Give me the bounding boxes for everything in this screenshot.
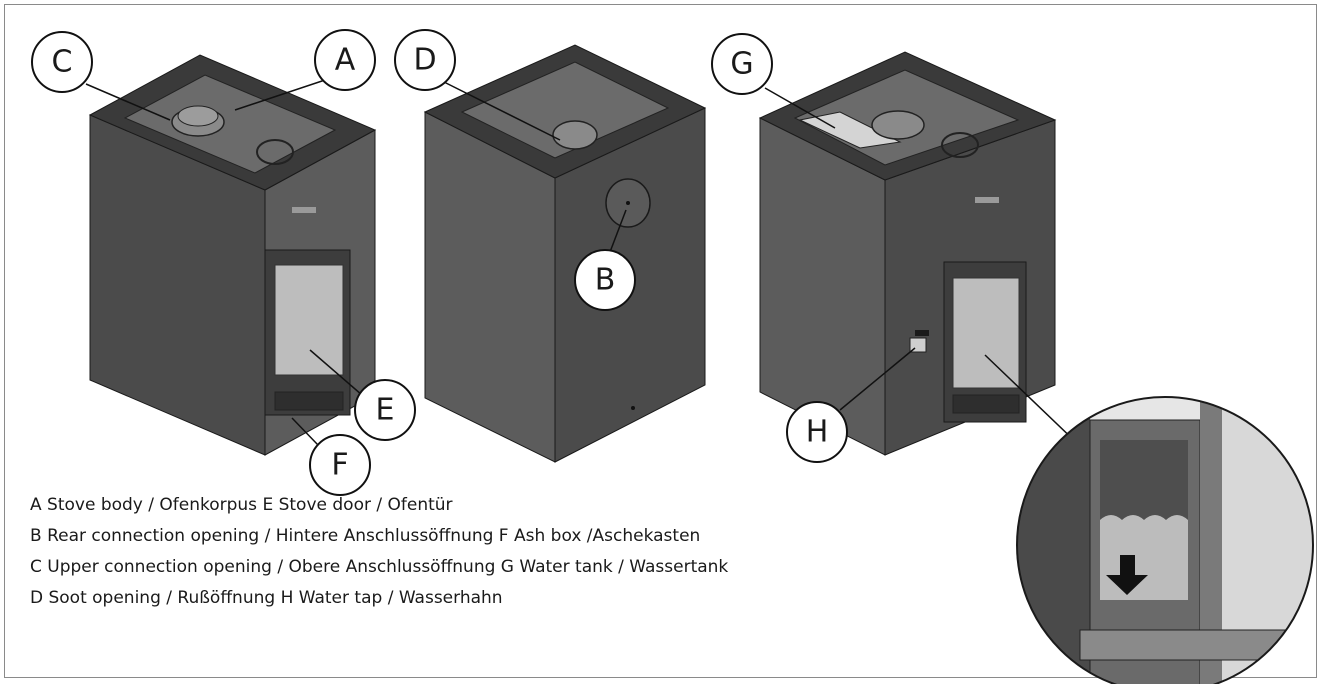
callout-g: G xyxy=(711,33,773,95)
callout-g-circle xyxy=(711,33,773,95)
leader-e xyxy=(309,349,363,396)
stove2-bottom-dot xyxy=(631,406,635,410)
callout-a-label: A xyxy=(335,43,356,78)
callout-d: D xyxy=(394,29,456,91)
callout-f: F xyxy=(309,434,371,496)
callout-e-label: E xyxy=(376,393,395,428)
callout-f-circle xyxy=(309,434,371,496)
stove-side-view xyxy=(758,51,1106,471)
callout-e: E xyxy=(354,379,416,441)
stove-front-view xyxy=(85,54,377,456)
callout-d-label: D xyxy=(413,43,436,78)
callout-b: B xyxy=(574,249,636,311)
stove3-soot-ring xyxy=(941,132,979,158)
stove2-soot-opening xyxy=(552,120,598,150)
callout-h: H xyxy=(786,401,848,463)
legend-line-1: A Stove body / Ofenkorpus E Stove door /… xyxy=(30,495,453,515)
stove2-rear-dot xyxy=(626,201,630,205)
callout-c: C xyxy=(31,31,93,93)
callout-b-label: B xyxy=(595,263,616,298)
stove1-logo-plate xyxy=(292,207,316,213)
stove1-ash-box xyxy=(274,391,344,411)
leader-h xyxy=(839,347,916,411)
leader-a xyxy=(234,79,326,111)
callout-h-circle xyxy=(786,401,848,463)
leader-b xyxy=(609,209,627,253)
zoom-ash-wave xyxy=(1100,515,1188,600)
callout-a: A xyxy=(314,29,376,91)
leader-c xyxy=(85,83,171,121)
callout-e-circle xyxy=(354,379,416,441)
stove2-top-inner xyxy=(460,61,670,159)
stove1-door-glass xyxy=(274,264,344,376)
water-tap-handle xyxy=(915,330,929,336)
detail-zoom-outline xyxy=(1016,396,1314,684)
callout-h-label: H xyxy=(806,415,829,450)
stove3-water-tank xyxy=(798,111,902,149)
stove3-upper-connection xyxy=(871,110,925,140)
legend-line-4: D Soot opening / Rußöffnung H Water tap … xyxy=(30,588,503,608)
callout-g-label: G xyxy=(730,47,753,82)
callout-f-label: F xyxy=(331,448,348,483)
zoom-right-panel xyxy=(1200,397,1222,684)
zoom-arrow xyxy=(1106,555,1148,595)
stove1-soot-ring xyxy=(256,139,294,165)
legend: A Stove body / Ofenkorpus E Stove door /… xyxy=(30,495,728,619)
legend-line-3: C Upper connection opening / Obere Ansch… xyxy=(30,557,729,577)
stove1-top-inner xyxy=(123,74,337,174)
callout-d-circle xyxy=(394,29,456,91)
callout-a-circle xyxy=(314,29,376,91)
stove1-upper-connection-inner xyxy=(177,105,219,127)
leader-g xyxy=(764,87,836,129)
leader-f xyxy=(291,417,319,446)
stove-rear-view xyxy=(423,44,707,463)
legend-line-2: B Rear connection opening / Hintere Ansc… xyxy=(30,526,701,546)
callout-b-circle xyxy=(574,249,636,311)
stove3-logo-plate xyxy=(975,197,999,203)
stove3-ash-box xyxy=(952,394,1020,414)
figure-frame xyxy=(4,4,1317,678)
stove3-door-glass xyxy=(952,277,1020,389)
callout-c-label: C xyxy=(52,45,73,80)
callout-c-circle xyxy=(31,31,93,93)
leader-d xyxy=(443,81,561,141)
